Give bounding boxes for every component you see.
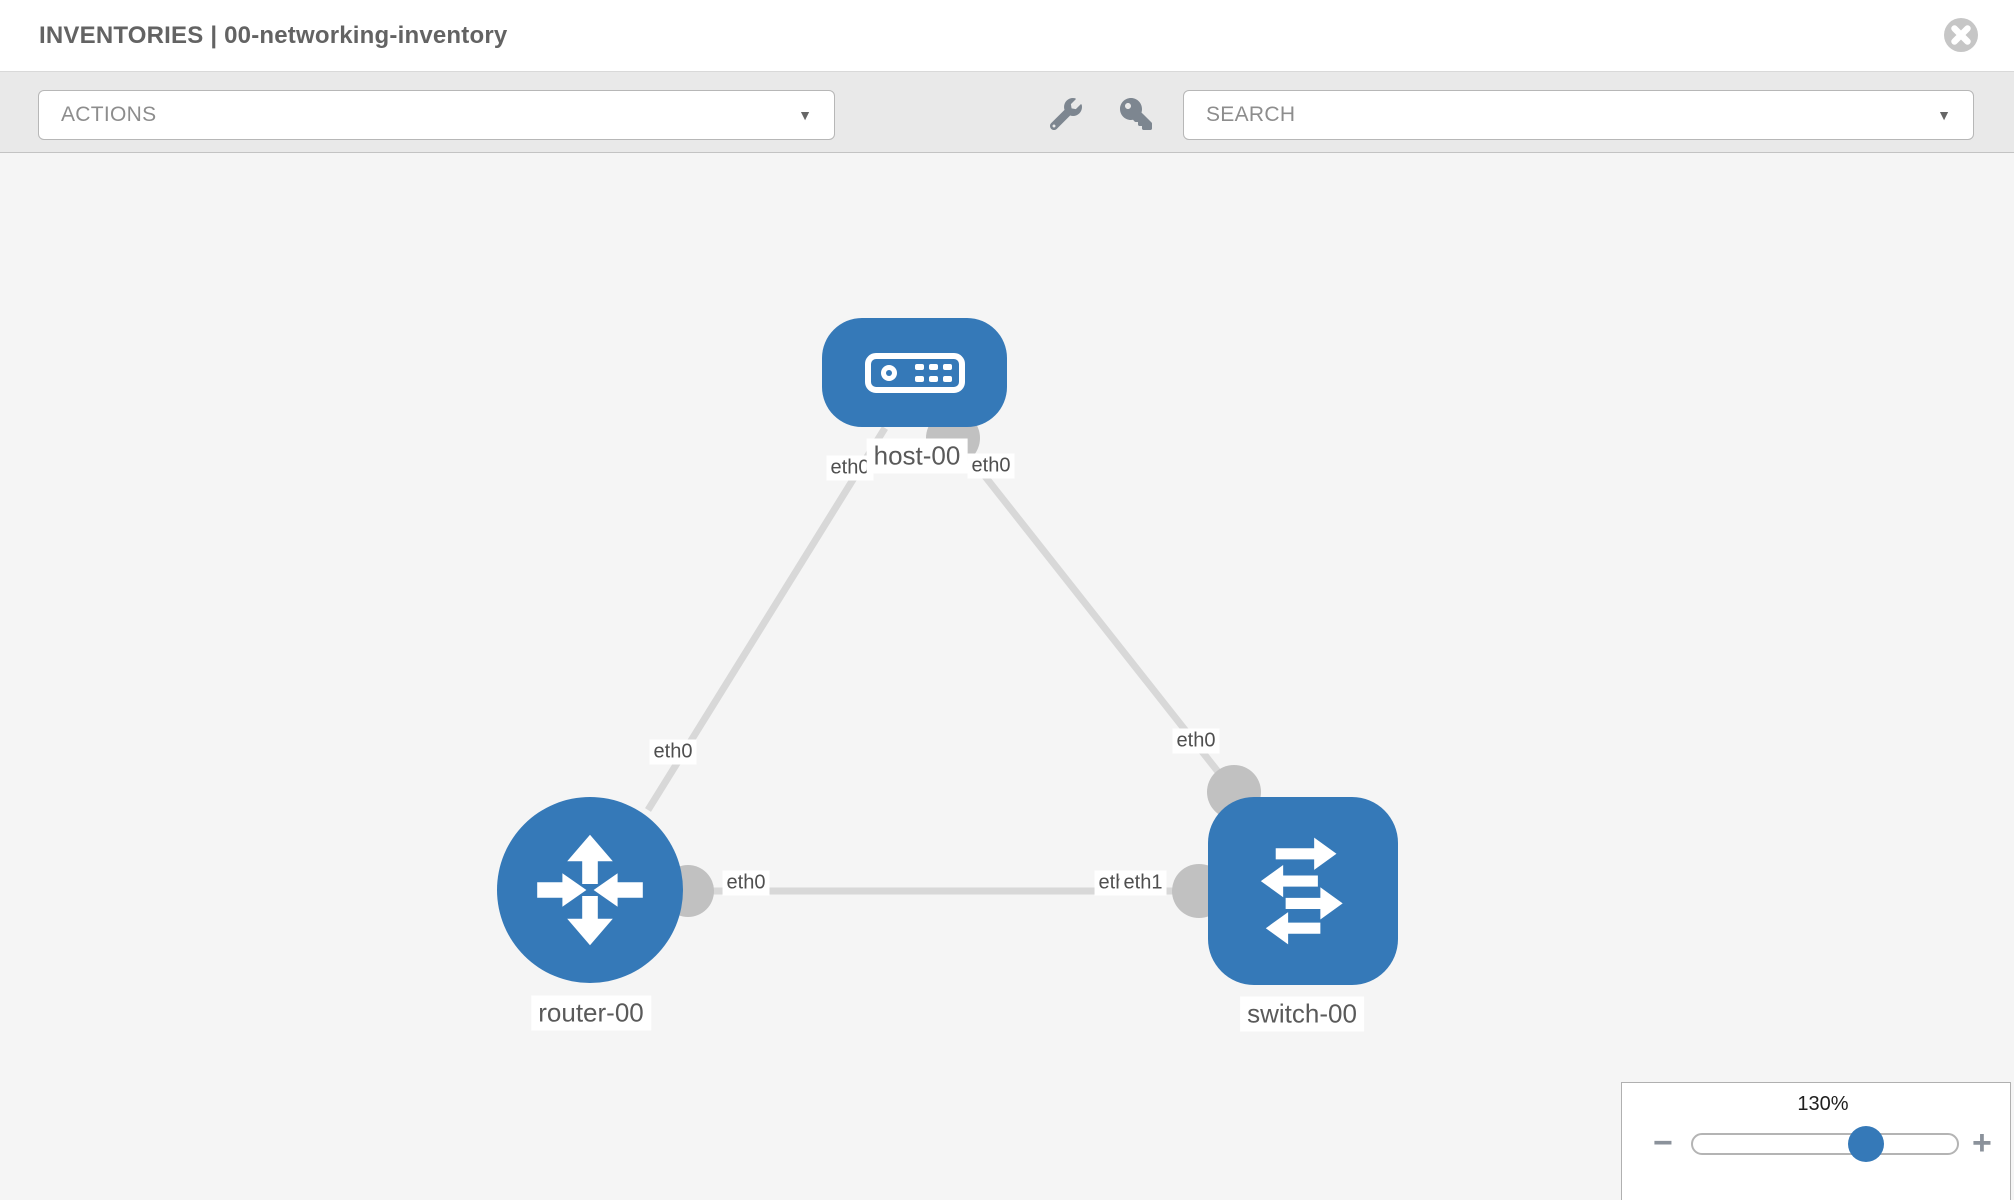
- header: INVENTORIES | 00-networking-inventory: [0, 0, 2014, 72]
- node-host-00[interactable]: [822, 318, 1007, 427]
- node-label-router: router-00: [531, 995, 651, 1031]
- zoom-control-panel: 130% − +: [1621, 1082, 2011, 1200]
- zoom-level-value: 130%: [1797, 1093, 1849, 1115]
- actions-dropdown[interactable]: ACTIONS ▼: [38, 90, 835, 140]
- search-dropdown[interactable]: SEARCH ▼: [1183, 90, 1974, 140]
- search-dropdown-label: SEARCH: [1206, 103, 1296, 126]
- tools-button[interactable]: [1048, 96, 1084, 132]
- node-router-00[interactable]: [497, 797, 683, 983]
- wrench-icon: [1050, 98, 1082, 130]
- node-label-switch: switch-00: [1240, 996, 1364, 1032]
- topology-canvas[interactable]: host-00 router-00 switch-00 eth0 eth0 et…: [0, 153, 2014, 1200]
- node-switch-00[interactable]: [1208, 797, 1398, 985]
- close-button[interactable]: [1943, 17, 1979, 53]
- node-label-host: host-00: [866, 438, 968, 474]
- close-icon: [1944, 18, 1978, 52]
- zoom-in-button[interactable]: +: [1972, 1124, 1992, 1162]
- iface-label: eth1: [1119, 870, 1167, 896]
- credentials-button[interactable]: [1118, 96, 1154, 132]
- zoom-slider-knob[interactable]: [1848, 1126, 1884, 1162]
- topology-links-layer: [645, 411, 1261, 918]
- key-icon: [1120, 98, 1152, 130]
- page-title: INVENTORIES | 00-networking-inventory: [39, 21, 508, 49]
- iface-label: eth0: [649, 739, 697, 765]
- iface-label: eth0: [967, 453, 1015, 479]
- chevron-down-icon: ▼: [798, 107, 812, 123]
- zoom-slider-track[interactable]: [1691, 1126, 1959, 1162]
- iface-label: eth0: [1172, 728, 1220, 754]
- router-icon: [537, 834, 643, 946]
- iface-label: eth0: [722, 870, 770, 896]
- toolbar: ACTIONS ▼ SEARCH ▼: [0, 72, 2014, 153]
- zoom-out-button[interactable]: −: [1653, 1124, 1673, 1162]
- switch-icon: [1260, 837, 1343, 945]
- actions-dropdown-label: ACTIONS: [61, 103, 157, 126]
- host-icon: [864, 352, 965, 393]
- iface-label: eth0: [826, 455, 874, 481]
- chevron-down-icon: ▼: [1937, 107, 1951, 123]
